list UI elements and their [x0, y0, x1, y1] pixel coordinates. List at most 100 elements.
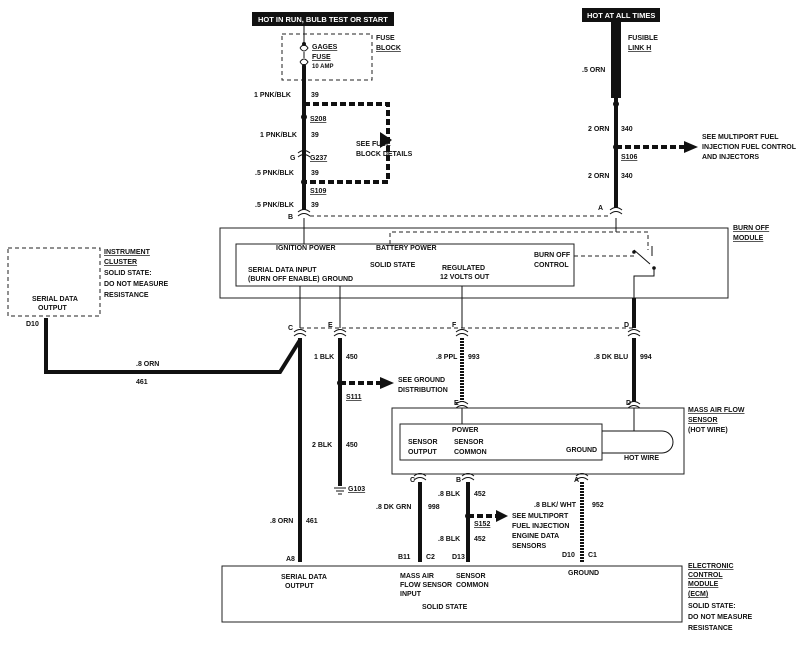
gages-fuse-label-2: FUSE — [312, 54, 331, 61]
right-wire-3-color: 2 ORN — [588, 173, 609, 180]
ecm-box — [221, 565, 683, 623]
s111-label: S111 — [346, 394, 362, 401]
g103-label: G103 — [348, 486, 365, 493]
dkblu-wire-circuit: 994 — [640, 354, 652, 361]
see-mpfi-data-2: FUEL INJECTION — [512, 523, 569, 530]
pin-f-mid: F — [452, 322, 457, 329]
ecm-note-3: RESISTANCE — [688, 625, 733, 632]
left-wire-1-circuit: 39 — [311, 92, 319, 99]
ecm-note-2: DO NOT MEASURE — [688, 614, 753, 621]
serial-data-output-1: SERIAL DATA — [32, 296, 78, 303]
ecm-title-4: (ECM) — [688, 591, 708, 598]
fuse-details-bracket — [304, 102, 390, 184]
serial-data-input-2: (BURN OFF ENABLE) — [248, 276, 320, 283]
ecm-maf-input-2: FLOW SENSOR — [400, 582, 452, 589]
maf-power-label: POWER — [452, 427, 478, 434]
mid-f-connector — [455, 329, 469, 337]
fuse-element — [299, 44, 309, 66]
run-header-label: HOT IN RUN, BULB TEST OR START — [258, 15, 388, 24]
fusible-link-dot — [613, 101, 619, 107]
ecm-serial-data-1: SERIAL DATA — [281, 574, 327, 581]
hot-wire-loop — [602, 430, 674, 454]
blk452a-color: .8 BLK — [438, 491, 460, 498]
maf-e-connector — [455, 401, 469, 409]
regulated-1: REGULATED — [442, 265, 485, 272]
serial-data-input-1: SERIAL DATA INPUT — [248, 267, 317, 274]
burn-off-control-1: BURN OFF — [534, 252, 571, 259]
burn-off-ground: GROUND — [322, 276, 353, 283]
ecm-note-1: SOLID STATE: — [688, 603, 736, 610]
ground-wire-2-color: 2 BLK — [312, 442, 332, 449]
right-wire-2-color: 2 ORN — [588, 126, 609, 133]
pin-c-maf: C — [410, 477, 415, 484]
maf-sensor-common-1: SENSOR — [454, 439, 484, 446]
bat-power-route — [389, 231, 649, 250]
pin-d13: D13 — [452, 554, 465, 561]
mid-c-connector — [293, 329, 307, 337]
fuse-block-label-1: FUSE — [376, 35, 395, 42]
right-wire-2-circuit: 340 — [621, 126, 633, 133]
ecm-sensor-common-2: COMMON — [456, 582, 489, 589]
g237-connector — [297, 150, 311, 158]
see-mpfi-data-1: SEE MULTIPORT — [512, 513, 569, 520]
ppl-wire-circuit: 993 — [468, 354, 480, 361]
see-ground-1: SEE GROUND — [398, 377, 445, 384]
hot-header-label: HOT AT ALL TIMES — [587, 11, 655, 20]
pin-d10-ecm: D10 — [562, 552, 575, 559]
gages-fuse-label-3: 10 AMP — [312, 64, 333, 70]
ecm-ground: GROUND — [568, 570, 599, 577]
blk452a-circuit: 452 — [474, 491, 486, 498]
pin-b-maf: B — [456, 477, 461, 484]
a-connector — [609, 207, 623, 215]
instrument-cluster-title-1: INSTRUMENT — [104, 249, 151, 256]
burn-off-module-box — [219, 227, 729, 299]
a8-wire-color: .8 ORN — [270, 518, 293, 525]
maf-d-connector — [627, 401, 641, 409]
burn-off-title-2: MODULE — [733, 235, 764, 242]
cluster-wire-circuit: 461 — [136, 379, 148, 386]
instrument-cluster-note-2: DO NOT MEASURE — [104, 281, 169, 288]
see-fuse-details-1: SEE FUSE — [356, 141, 391, 148]
maf-sensor-output-2: OUTPUT — [408, 449, 438, 456]
left-wire-2-color: 1 PNK/BLK — [260, 132, 297, 139]
relay-out — [633, 268, 655, 298]
relay-dot-a — [632, 250, 636, 254]
g237-label: G237 — [310, 155, 327, 162]
instrument-cluster-note-1: SOLID STATE: — [104, 270, 152, 277]
ecm-title-3: MODULE — [688, 581, 719, 588]
ecm-sensor-common-1: SENSOR — [456, 573, 486, 580]
maf-title-2: SENSOR — [688, 417, 718, 424]
hot-header-box — [582, 8, 660, 22]
ppl-wire-color: .8 PPL — [436, 354, 458, 361]
maf-sensor-output-1: SENSOR — [408, 439, 438, 446]
fuse-block-label-2: BLOCK — [376, 45, 401, 52]
left-wire-3-circuit: 39 — [311, 170, 319, 177]
fuse-block-outline — [281, 33, 373, 81]
burn-off-solid-state: SOLID STATE — [370, 262, 416, 269]
mid-d-connector — [627, 329, 641, 337]
mpfi-control-arrow — [684, 141, 698, 153]
blkwht-wire-circuit: 952 — [592, 502, 604, 509]
pin-c-mid: C — [288, 325, 293, 332]
run-header-box — [252, 12, 394, 26]
pin-b11: B11 — [398, 554, 411, 561]
fuse-dot-top — [302, 42, 306, 46]
maf-a-connector — [575, 473, 589, 481]
g237-pre: G — [290, 155, 296, 162]
left-wire-3-color: .5 PNK/BLK — [255, 170, 294, 177]
cluster-wire-color: .8 ORN — [136, 361, 159, 368]
right-wire-1-color: .5 ORN — [582, 67, 605, 74]
pin-d10-cluster: D10 — [26, 321, 39, 328]
maf-ground-label: GROUND — [566, 447, 597, 454]
ground-wire-1-circuit: 450 — [346, 354, 358, 361]
maf-sensor-box — [391, 407, 685, 475]
pin-d-mid: D — [624, 322, 629, 329]
see-mpfi-control-2: INJECTION FUEL CONTROL — [702, 144, 797, 151]
maf-hot-wire-label: HOT WIRE — [624, 455, 659, 462]
left-wire-2-circuit: 39 — [311, 132, 319, 139]
burn-off-title-1: BURN OFF — [733, 225, 770, 232]
see-fuse-details-2: BLOCK DETAILS — [356, 151, 413, 158]
see-mpfi-control-1: SEE MULTIPORT FUEL — [702, 134, 779, 141]
gages-fuse-label-1: GAGES — [312, 44, 338, 51]
